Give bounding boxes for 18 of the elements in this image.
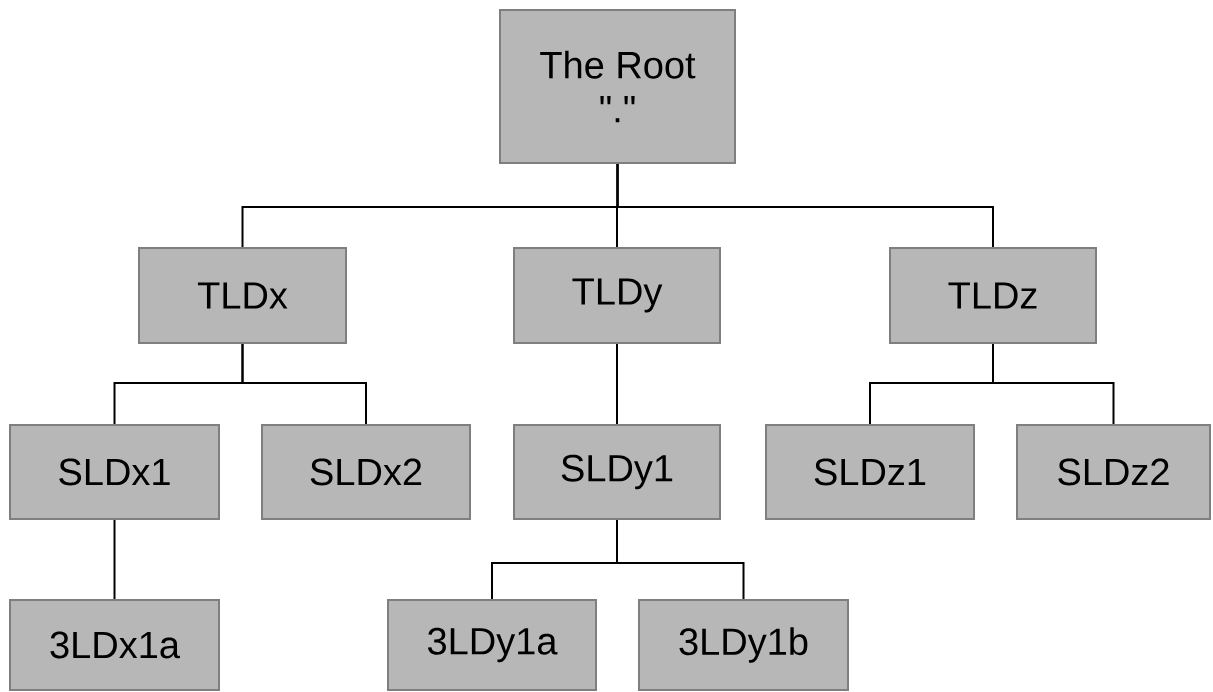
domain-box: SLDx2: [261, 424, 471, 520]
domain-box: TLDx: [138, 247, 347, 344]
connector-line: [113, 519, 116, 600]
connector-line: [616, 343, 618, 425]
connector-line: [616, 519, 745, 600]
domain-box: 3LDy1b: [638, 599, 849, 691]
domain-box: SLDx1: [9, 424, 220, 520]
root-box: The Root ".": [499, 9, 736, 164]
connector-line: [616, 163, 994, 248]
domain-box: SLDz2: [1016, 424, 1211, 520]
domain-box: 3LDy1a: [387, 599, 597, 691]
connector-line: [992, 343, 1115, 425]
domain-box: 3LDx1a: [9, 599, 220, 691]
domain-box: SLDy1: [513, 424, 721, 520]
connector-line: [241, 343, 367, 425]
domain-box: TLDz: [889, 247, 1097, 344]
domain-box: TLDy: [513, 247, 721, 344]
domain-box: SLDz1: [765, 424, 975, 520]
